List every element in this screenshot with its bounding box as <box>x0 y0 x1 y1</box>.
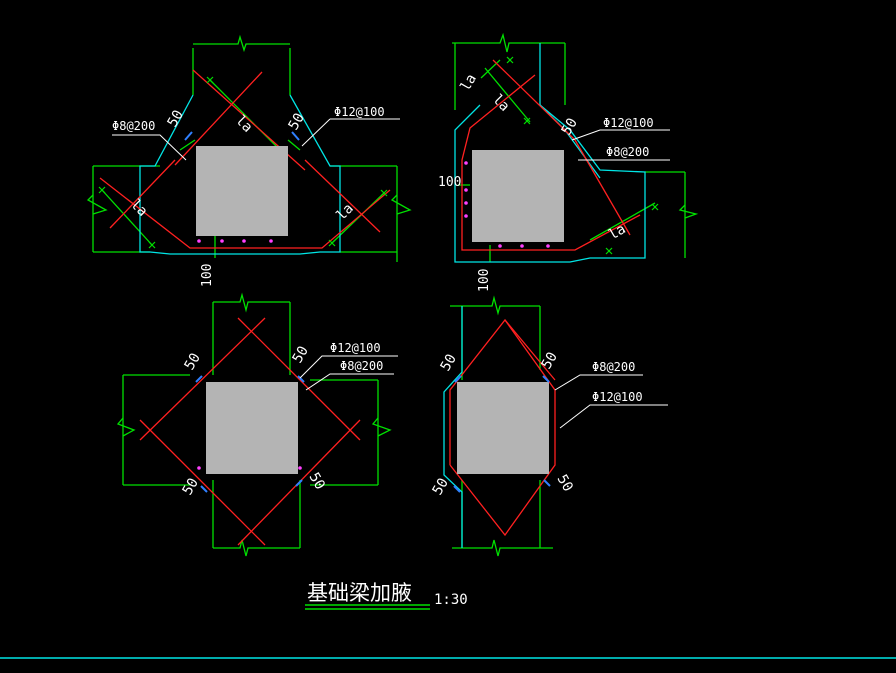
dim-50: 50 <box>559 115 581 138</box>
drawing-scale: 1:30 <box>434 592 468 608</box>
dim-100-bottom: 100 <box>477 269 492 292</box>
dim-50-br: 50 <box>554 472 576 495</box>
label-main-rebar: Φ12@100 <box>334 105 385 119</box>
beam-outlines <box>116 292 392 557</box>
la-top-a: la <box>458 71 480 94</box>
detail-bottom-right: Φ8@200 Φ12@100 50 50 50 50 <box>430 295 668 557</box>
haunch-outline <box>443 306 463 548</box>
leaders <box>571 129 670 161</box>
dim-50-tr: 50 <box>539 349 561 372</box>
dimension-ticks <box>506 56 659 255</box>
label-main-rebar: Φ12@100 <box>330 341 381 355</box>
column-section <box>206 382 298 474</box>
dim-50-bl: 50 <box>180 475 202 498</box>
label-stirrup: Φ8@200 <box>592 360 635 374</box>
dim-100: 100 <box>200 264 215 287</box>
drawing-title-block: 基础梁加腋 1:30 <box>305 581 468 610</box>
dim-50-left: 50 <box>165 107 187 130</box>
dim-50-tl: 50 <box>438 351 460 374</box>
leaders <box>112 118 400 161</box>
la-top: la <box>232 113 255 136</box>
leaders <box>299 355 398 391</box>
dim-100-left: 100 <box>438 175 461 190</box>
dim-50-tr: 50 <box>290 343 312 366</box>
detail-bottom-left: Φ12@100 Φ8@200 50 50 50 50 <box>116 292 398 557</box>
drawing-title: 基础梁加腋 <box>307 581 412 605</box>
dim-50-br: 50 <box>306 470 328 493</box>
dimension-ticks <box>98 76 388 249</box>
column-section <box>457 382 549 474</box>
dim-50-right: 50 <box>286 110 308 133</box>
la-left: la <box>127 197 150 220</box>
anchor-marks <box>453 375 551 493</box>
detail-top-left: Φ8@200 Φ12@100 50 50 la la la 100 <box>86 34 412 287</box>
label-main-rebar: Φ12@100 <box>592 390 643 404</box>
detail-top-right: Φ12@100 Φ8@200 50 100 100 la la la <box>438 32 699 292</box>
anchor-marks <box>184 131 300 141</box>
la-top-b: la <box>489 92 512 115</box>
label-main-rebar: Φ12@100 <box>603 116 654 130</box>
anchor-marks <box>195 375 305 493</box>
label-stirrup: Φ8@200 <box>112 119 155 133</box>
la-right: la <box>606 221 629 243</box>
rebar-dots <box>197 466 302 470</box>
column-section <box>472 150 564 242</box>
label-stirrup: Φ8@200 <box>606 145 649 159</box>
haunch-outline <box>454 43 646 263</box>
leaders <box>554 374 668 429</box>
rebar-lines <box>461 59 641 251</box>
rebar-dots <box>197 239 273 243</box>
dim-50-bl: 50 <box>430 475 452 498</box>
dim-50-tl: 50 <box>182 350 204 373</box>
rebar-dots <box>464 161 550 248</box>
label-stirrup: Φ8@200 <box>340 359 383 373</box>
haunch-outline <box>139 94 341 255</box>
la-right: la <box>334 201 357 224</box>
column-section <box>196 146 288 236</box>
